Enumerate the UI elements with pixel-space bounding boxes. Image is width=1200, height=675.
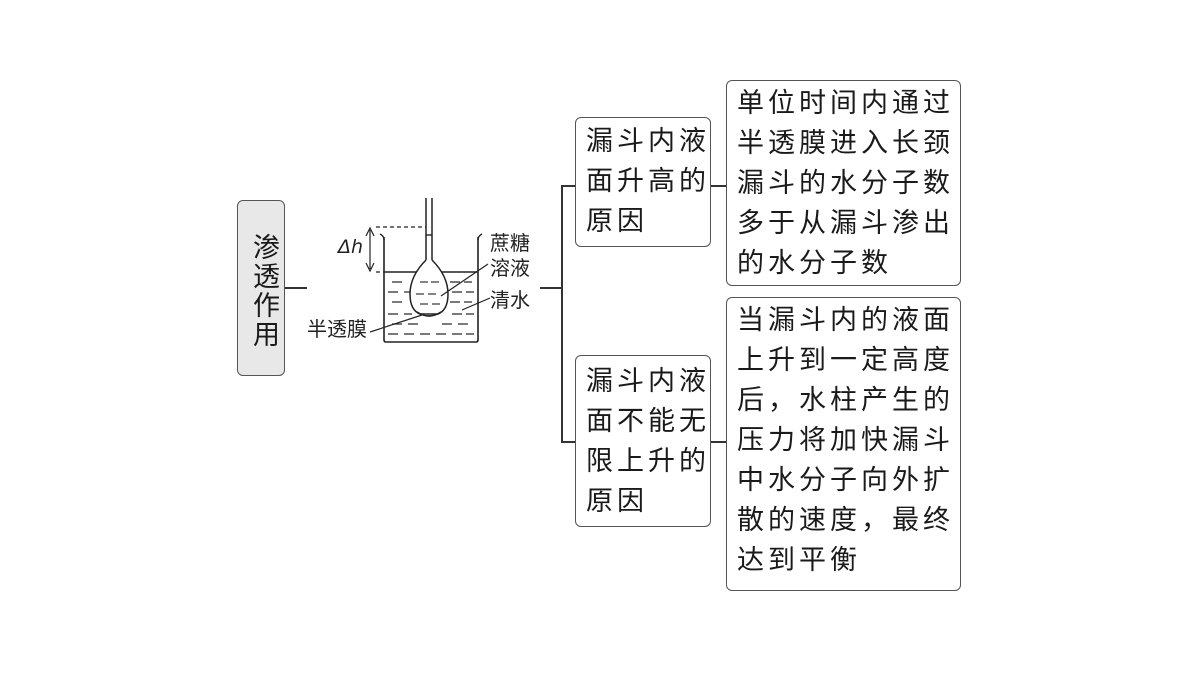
branch-bracket [561,185,563,442]
beaker [383,237,479,343]
answer-box-2: 当漏斗内的液面上升到一定高度后，水柱产生的压力将加快漏斗中水分子向外扩散的速度，… [726,297,961,591]
answer-text-1: 单位时间内通过半透膜进入长颈漏斗的水分子数多于从漏斗渗出的水分子数 [737,88,954,279]
delta-h-label: Δh [336,236,363,258]
osmosis-apparatus: Δh 蔗糖 溶液 清水 半透膜 [307,198,530,343]
answer-box-1: 单位时间内通过半透膜进入长颈漏斗的水分子数多于从漏斗渗出的水分子数 [726,80,961,286]
root-node: 渗透作用 [237,200,285,376]
label-sucrose-2: 溶液 [490,256,530,280]
root-connector [285,287,307,289]
question-text-1: 漏斗内液面升高的原因 [586,126,710,237]
label-sucrose-1: 蔗糖 [490,231,530,255]
apparatus-connector [540,287,562,289]
water-dashes [388,281,474,335]
question-text-2: 漏斗内液面不能无限上升的原因 [586,366,710,517]
label-membrane: 半透膜 [307,317,367,341]
membrane [416,311,442,317]
question-box-2: 漏斗内液面不能无限上升的原因 [575,355,711,527]
label-clear-water: 清水 [490,288,530,312]
answer-text-2: 当漏斗内的液面上升到一定高度后，水柱产生的压力将加快漏斗中水分子向外扩散的速度，… [737,305,954,576]
funnel-bulb [409,259,449,315]
question-box-1: 漏斗内液面升高的原因 [575,117,711,247]
